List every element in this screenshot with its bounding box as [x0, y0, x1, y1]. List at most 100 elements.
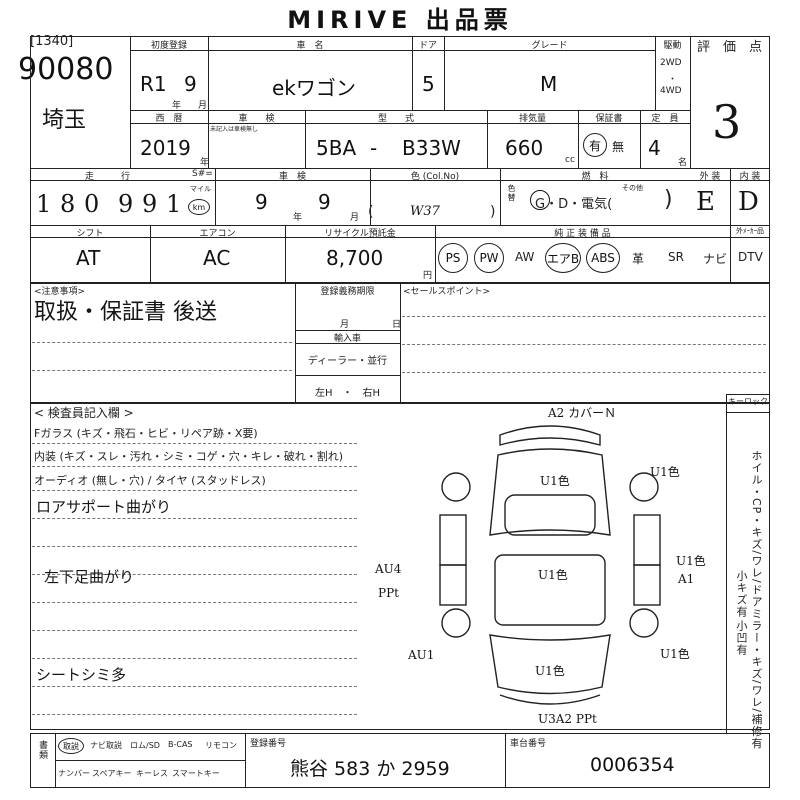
equip-ps: PS: [438, 243, 468, 273]
grade-label: グレード: [531, 41, 568, 51]
interior-value: D: [738, 187, 759, 217]
registry-month: 月: [340, 320, 350, 330]
fuel-label: 燃 料: [581, 172, 609, 182]
capacity-unit: 名: [678, 158, 688, 168]
month-unit: 月: [198, 101, 208, 111]
first-reg-year: R1: [140, 72, 167, 96]
aircon-label: エアコン: [199, 229, 236, 239]
fuel-g-circle: [530, 190, 550, 210]
warranty-yes: 有: [583, 133, 607, 157]
inspector-line-audio: オーディオ (無し・穴) / タイヤ (スタッドレス): [34, 474, 266, 487]
mileage-digit: 9: [118, 190, 134, 218]
inspector-line-interior: 内装 (キズ・スレ・汚れ・シミ・コゲ・穴・キレ・破れ・割れ): [34, 450, 344, 463]
extra-label: 外ﾒｰｶｰ品: [736, 227, 764, 235]
chassis-value: 0006354: [590, 754, 675, 776]
docs-keyless: キーレス: [136, 769, 168, 778]
import-dealer: ディーラー・並行: [307, 356, 388, 367]
register-month-unit: 月: [350, 213, 360, 223]
equip-leather: 革: [632, 252, 645, 266]
equip-sr: SR: [668, 250, 684, 264]
register-label: 車 検: [278, 172, 306, 182]
model-dash: -: [370, 136, 378, 160]
model-year: 2019: [140, 136, 191, 160]
km-unit: km: [188, 199, 210, 215]
equip-navi: ナビ: [703, 252, 728, 266]
side-sub-1: 小キズ有: [735, 570, 748, 618]
score-label: 評 価 点: [697, 40, 763, 55]
aircon-value: AC: [203, 246, 231, 270]
first-reg-label: 初度登録: [150, 41, 187, 51]
model-type-label: 型 式: [377, 114, 414, 124]
equip-pw: PW: [474, 243, 504, 273]
mileage-digit: 1: [166, 190, 182, 218]
keylock-label: キーロック: [728, 397, 768, 406]
diagram-anno-u1-right-front: U1色: [650, 465, 680, 479]
drive-2wd: 2WD: [660, 58, 682, 68]
docs-remote: リモコン: [205, 741, 237, 750]
sales-point-label: <セールスポイント>: [403, 287, 491, 297]
shift-value: AT: [76, 246, 101, 270]
region: 埼玉: [42, 108, 87, 133]
register-month: 9: [318, 190, 331, 214]
equip-abs: ABS: [586, 243, 620, 273]
color-label: 色 (Col.No): [410, 172, 460, 182]
diagram-anno-au4: AU4: [375, 562, 402, 576]
recycle-value: 8,700: [326, 246, 384, 270]
docs-label: 書類: [37, 740, 47, 760]
year-label: 西 暦: [155, 114, 183, 124]
docs-spare-key: スペアキー: [92, 769, 132, 778]
diagram-anno-a1: A1: [678, 572, 695, 586]
diagram-anno-ppt: PPt: [378, 586, 399, 600]
capacity-label: 定 員: [651, 114, 679, 124]
chassis-label: 車台番号: [510, 739, 547, 749]
model-prefix: 5BA: [316, 136, 357, 160]
inspection-sub: 未記入は車検無し: [210, 126, 259, 133]
model-name: ekワゴン: [272, 76, 356, 100]
grade-value: M: [540, 72, 558, 96]
vehicle-info-table: [30, 36, 770, 283]
side-text: ホイル・CP・キズ/ワレ/ドアミラー・キズ/ワレ/補修有: [750, 450, 763, 750]
mile-unit: マイル: [190, 185, 211, 193]
exterior-label: 外 装: [699, 172, 721, 182]
inspector-line-glass: Fガラス (キズ・飛石・ヒビ・リペア跡・X要): [34, 427, 258, 440]
capacity-value: 4: [648, 136, 661, 160]
mileage-digit: 0: [84, 190, 100, 218]
docs-number: ナンバー: [58, 769, 90, 778]
color-close: ): [490, 204, 496, 220]
mileage-digit: 8: [60, 190, 76, 218]
drive-label: 駆動: [663, 41, 682, 51]
inspector-label: < 検査員記入欄 >: [34, 406, 134, 420]
docs-bcas: B-CAS: [168, 740, 193, 749]
plate-label: 登録番号: [250, 739, 287, 749]
cc-unit: cc: [565, 155, 575, 165]
register-year-unit: 年: [293, 213, 303, 223]
mileage-label: 走 行: [84, 172, 130, 182]
inspector-note-lower-support: ロアサポート曲がり: [36, 498, 172, 516]
diagram-anno-u1-right-mid: U1色: [676, 554, 706, 568]
interior-label: 内 装: [739, 172, 761, 182]
first-reg-month: 9: [184, 72, 197, 96]
fuel-close: ): [664, 187, 673, 212]
lot-code: [1340]: [30, 34, 74, 49]
recycle-label: リサイクル預託金: [324, 229, 396, 239]
diagram-anno-u1-rear: U1色: [535, 664, 565, 678]
lot-number: 90080: [18, 52, 114, 87]
model-suffix: B33W: [402, 136, 461, 160]
fuel-other-label: その他: [622, 184, 643, 192]
equipment-label: 純 正 装 備 品: [554, 229, 611, 239]
inspector-note-left-leg: 左下足曲がり: [44, 568, 135, 586]
notes-text: 取扱・保証書 後送: [34, 300, 217, 325]
displacement-label: 排気量: [518, 114, 546, 124]
equip-airbag: エアB: [545, 243, 581, 273]
doors-value: 5: [422, 72, 435, 96]
inspector-note-seat: シートシミ多: [36, 666, 127, 684]
shift-label: シフト: [76, 229, 104, 239]
equip-dtv: DTV: [738, 250, 763, 264]
model-year-unit: 年: [200, 158, 210, 168]
docs-navi-manual: ナビ取説: [90, 741, 122, 750]
registry-day: 日: [392, 320, 402, 330]
footer-table: [30, 733, 770, 788]
diagram-anno-a2-cover: A2 カバーＮ: [548, 406, 617, 420]
year-unit: 年: [172, 101, 182, 111]
score-value: 3: [712, 95, 742, 149]
